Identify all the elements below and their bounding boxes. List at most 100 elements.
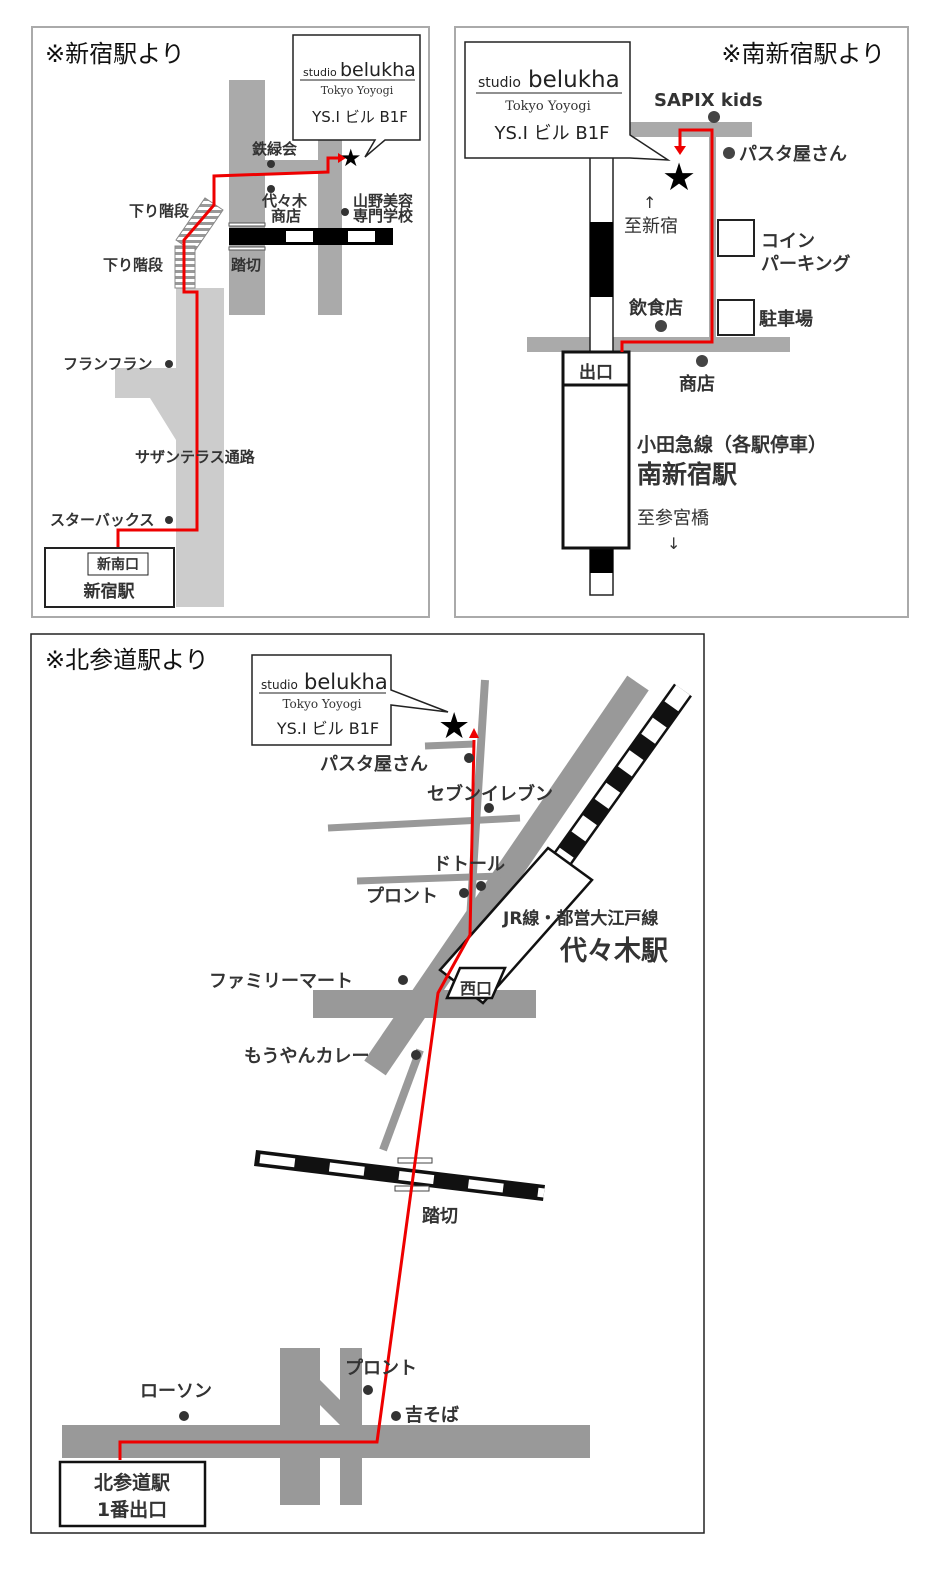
label-starbucks: スターバックス (50, 511, 154, 529)
callout: studio belukha Tokyo Yoyogi YS.I ビル B1F (292, 34, 421, 158)
map-shape (424, 740, 476, 750)
map-shape (267, 160, 275, 168)
map-shape (320, 1380, 340, 1425)
map-shape (717, 219, 755, 257)
road (229, 80, 265, 315)
map-shape (228, 246, 266, 251)
map-shape (464, 41, 671, 161)
map-shape (179, 1411, 189, 1421)
map-shape (717, 299, 755, 336)
label-to-shinjuku: 至新宿 (624, 216, 678, 237)
label-address: YS.I ビル B1F (276, 719, 379, 738)
map-title: ※北参道駅より (45, 646, 209, 674)
callout: studio belukha Tokyo Yoyogi YS.I ビル B1F (251, 654, 449, 746)
map-shape (228, 222, 266, 227)
map-shape (286, 231, 313, 242)
route-line (116, 156, 338, 548)
map-title: ※新宿駅より (45, 40, 185, 68)
map-shape (476, 881, 486, 891)
map-shape (341, 208, 349, 216)
star-icon: ★ (662, 155, 696, 199)
map-minami-shinjuku: ※南新宿駅より 出口 ★ studio belukha Tokyo Yoyogi… (454, 26, 909, 618)
route-line (118, 739, 476, 1460)
label-exit: 西口 (460, 979, 492, 998)
map-shape (379, 1048, 424, 1152)
map-shape (338, 153, 346, 163)
map-shape (340, 1348, 362, 1505)
label-francfranc: フランフラン (63, 355, 153, 373)
label-tetsuryokukai: 鉄緑会 (252, 140, 297, 158)
label-pronto1: プロント (366, 885, 438, 907)
map-shape (561, 350, 631, 387)
label-name: belukha (340, 59, 416, 81)
map-shape (674, 146, 686, 155)
label-doutor: ドトール (433, 854, 505, 875)
label-familymart: ファミリーマート (209, 971, 353, 992)
map-shape (165, 516, 173, 524)
star-icon: ★ (438, 706, 470, 747)
map-shape (484, 803, 494, 813)
map-shinjuku: ※新宿駅より ★ studio belukha Tokyo Yoyogi YS.… (31, 26, 430, 618)
label-crossing: 踏切 (422, 1205, 458, 1227)
label-arrow-down: ↓ (667, 534, 680, 553)
map-kita-sando: ※北参道駅より 西口 ★ studio belukha (30, 633, 705, 1534)
map-shape (398, 975, 408, 985)
label-lawson: ローソン (140, 1381, 212, 1402)
label-pronto2: プロント (345, 1357, 417, 1379)
map-shape (391, 1411, 401, 1421)
map-title: ※南新宿駅より (721, 40, 885, 68)
map-shape (469, 728, 479, 738)
label-sub: Tokyo Yoyogi (321, 84, 394, 97)
label-name: belukha (304, 670, 388, 694)
label-restaurant: 飲食店 (628, 297, 683, 319)
station-yoyogi (438, 846, 594, 1005)
map-shape (327, 814, 521, 832)
label-line: 小田急線（各駅停車） (637, 433, 827, 456)
label-to-sangubashi: 至参宮橋 (637, 508, 709, 529)
label-parking: 駐車場 (759, 308, 813, 330)
map-shape (464, 753, 474, 763)
southern-terrace (176, 288, 224, 607)
label-crossing: 踏切 (231, 256, 261, 274)
label-exit: 新南口 (97, 556, 139, 573)
map-shape (254, 1153, 545, 1198)
label-name: 代々木駅 (559, 936, 668, 967)
label-yamano1: 山野美容 (353, 192, 413, 210)
road (265, 160, 318, 174)
station-kita-sando (58, 1460, 207, 1528)
label-stairs2: 下り階段 (103, 256, 163, 274)
label-coin1: コイン (761, 231, 815, 252)
label-line: JR線・都営大江戸線 (502, 908, 658, 929)
label-sub: Tokyo Yoyogi (505, 99, 591, 114)
panel-frame (30, 633, 705, 1534)
label-coin2: パーキング (761, 253, 850, 275)
label-name: belukha (528, 67, 620, 93)
map-shape (251, 654, 449, 746)
label-kita2: 1番出口 (97, 1498, 167, 1521)
label-name: 新宿駅 (84, 581, 136, 602)
map-shape (280, 1348, 320, 1505)
map-shape (411, 1050, 421, 1060)
map-shape (590, 222, 613, 297)
label-yoyogi1: 代々木 (261, 192, 308, 210)
label-name: 南新宿駅 (637, 460, 737, 489)
map-shape (363, 1385, 373, 1395)
map-shape (356, 872, 501, 885)
map-shape (527, 337, 790, 352)
map-shape (445, 966, 507, 1000)
label-arrow-up: ↑ (643, 193, 656, 212)
map-shape (87, 552, 149, 576)
label-southern-terrace: サザンテラス通路 (135, 448, 256, 466)
label-yoyogi2: 商店 (271, 207, 301, 225)
map-shape (459, 888, 469, 898)
map-shape (696, 355, 708, 367)
map-shape (267, 185, 275, 193)
label-sub: Tokyo Yoyogi (282, 697, 361, 711)
map-shape (313, 990, 536, 1018)
label-studio: studio (478, 75, 521, 91)
star-icon: ★ (340, 144, 362, 172)
label-pasta: パスタ屋さん (739, 144, 847, 165)
map-shape (165, 360, 173, 368)
label-shop: 商店 (679, 373, 715, 395)
